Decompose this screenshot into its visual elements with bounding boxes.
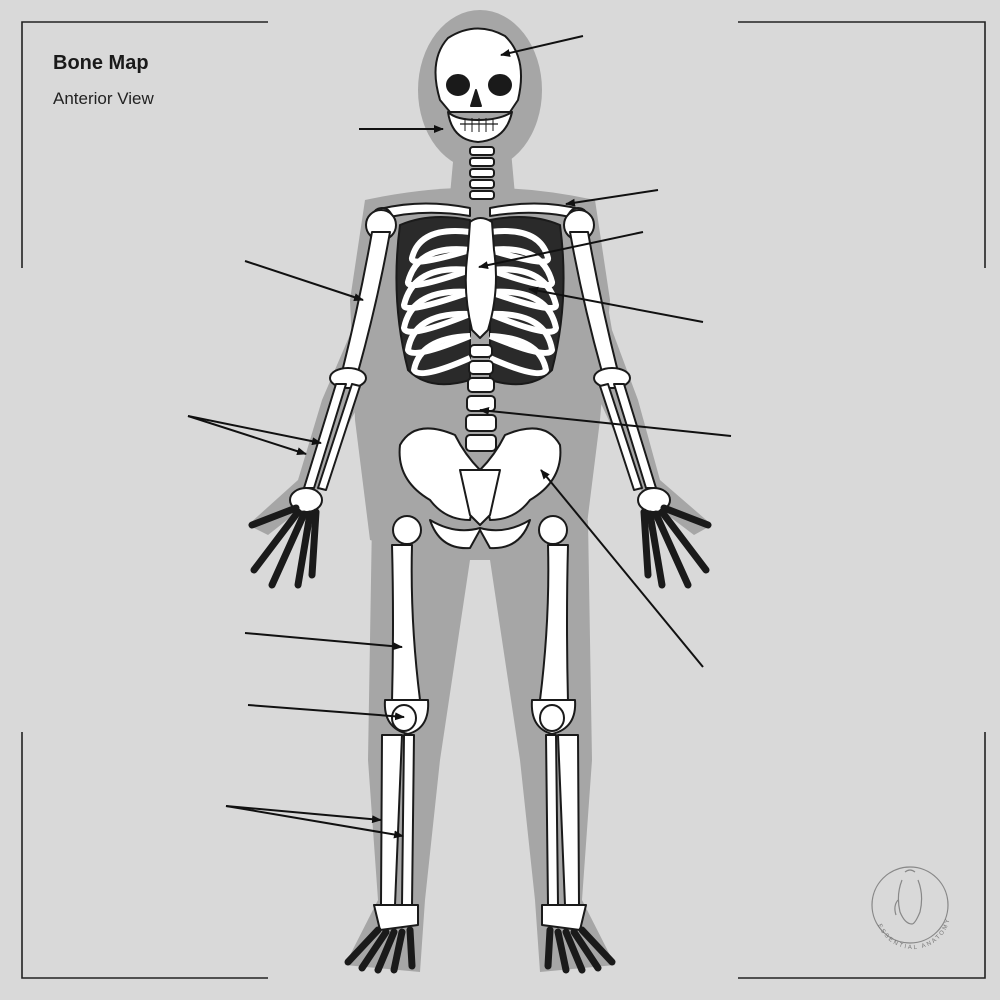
rib-cage xyxy=(395,216,565,386)
foot-left xyxy=(344,904,419,974)
sternum xyxy=(464,217,497,339)
pointer-ribs xyxy=(528,286,704,323)
pointer-patella xyxy=(247,704,405,721)
forearm-left xyxy=(303,383,361,491)
page-subtitle: Anterior View xyxy=(53,89,154,108)
skull xyxy=(434,27,522,143)
pointer-spine xyxy=(479,406,732,437)
pointer-fibula xyxy=(225,805,404,839)
patella-right xyxy=(530,699,577,735)
hand-left xyxy=(248,487,323,589)
pointer-humerus xyxy=(244,260,364,301)
lumbar-spine xyxy=(465,344,497,452)
frame-corners xyxy=(21,21,986,979)
pointer-sternum xyxy=(478,231,644,270)
skeleton xyxy=(248,27,712,974)
torso-sketch-icon xyxy=(894,869,923,925)
femur-left xyxy=(391,515,422,703)
essential-anatomy-logo: ESSENTIAL ANATOMY xyxy=(871,866,950,951)
pointer-skull xyxy=(500,35,584,57)
forearm-right xyxy=(599,383,657,491)
pelvis xyxy=(398,427,562,550)
pointer-pelvis xyxy=(540,469,704,668)
pointer-arrows xyxy=(187,35,732,839)
pointer-clavicle xyxy=(565,189,659,207)
pointer-tibia xyxy=(225,805,382,824)
pointer-ulna xyxy=(187,415,307,456)
foot-right xyxy=(541,904,616,974)
page-title: Bone Map xyxy=(53,52,149,74)
patella-left xyxy=(383,699,430,735)
pointer-radius xyxy=(187,415,322,446)
cervical-spine xyxy=(469,146,495,200)
pointer-femur xyxy=(244,632,403,651)
femur-right xyxy=(538,515,569,703)
hand-right xyxy=(637,487,712,589)
lower-leg-right xyxy=(545,734,580,906)
